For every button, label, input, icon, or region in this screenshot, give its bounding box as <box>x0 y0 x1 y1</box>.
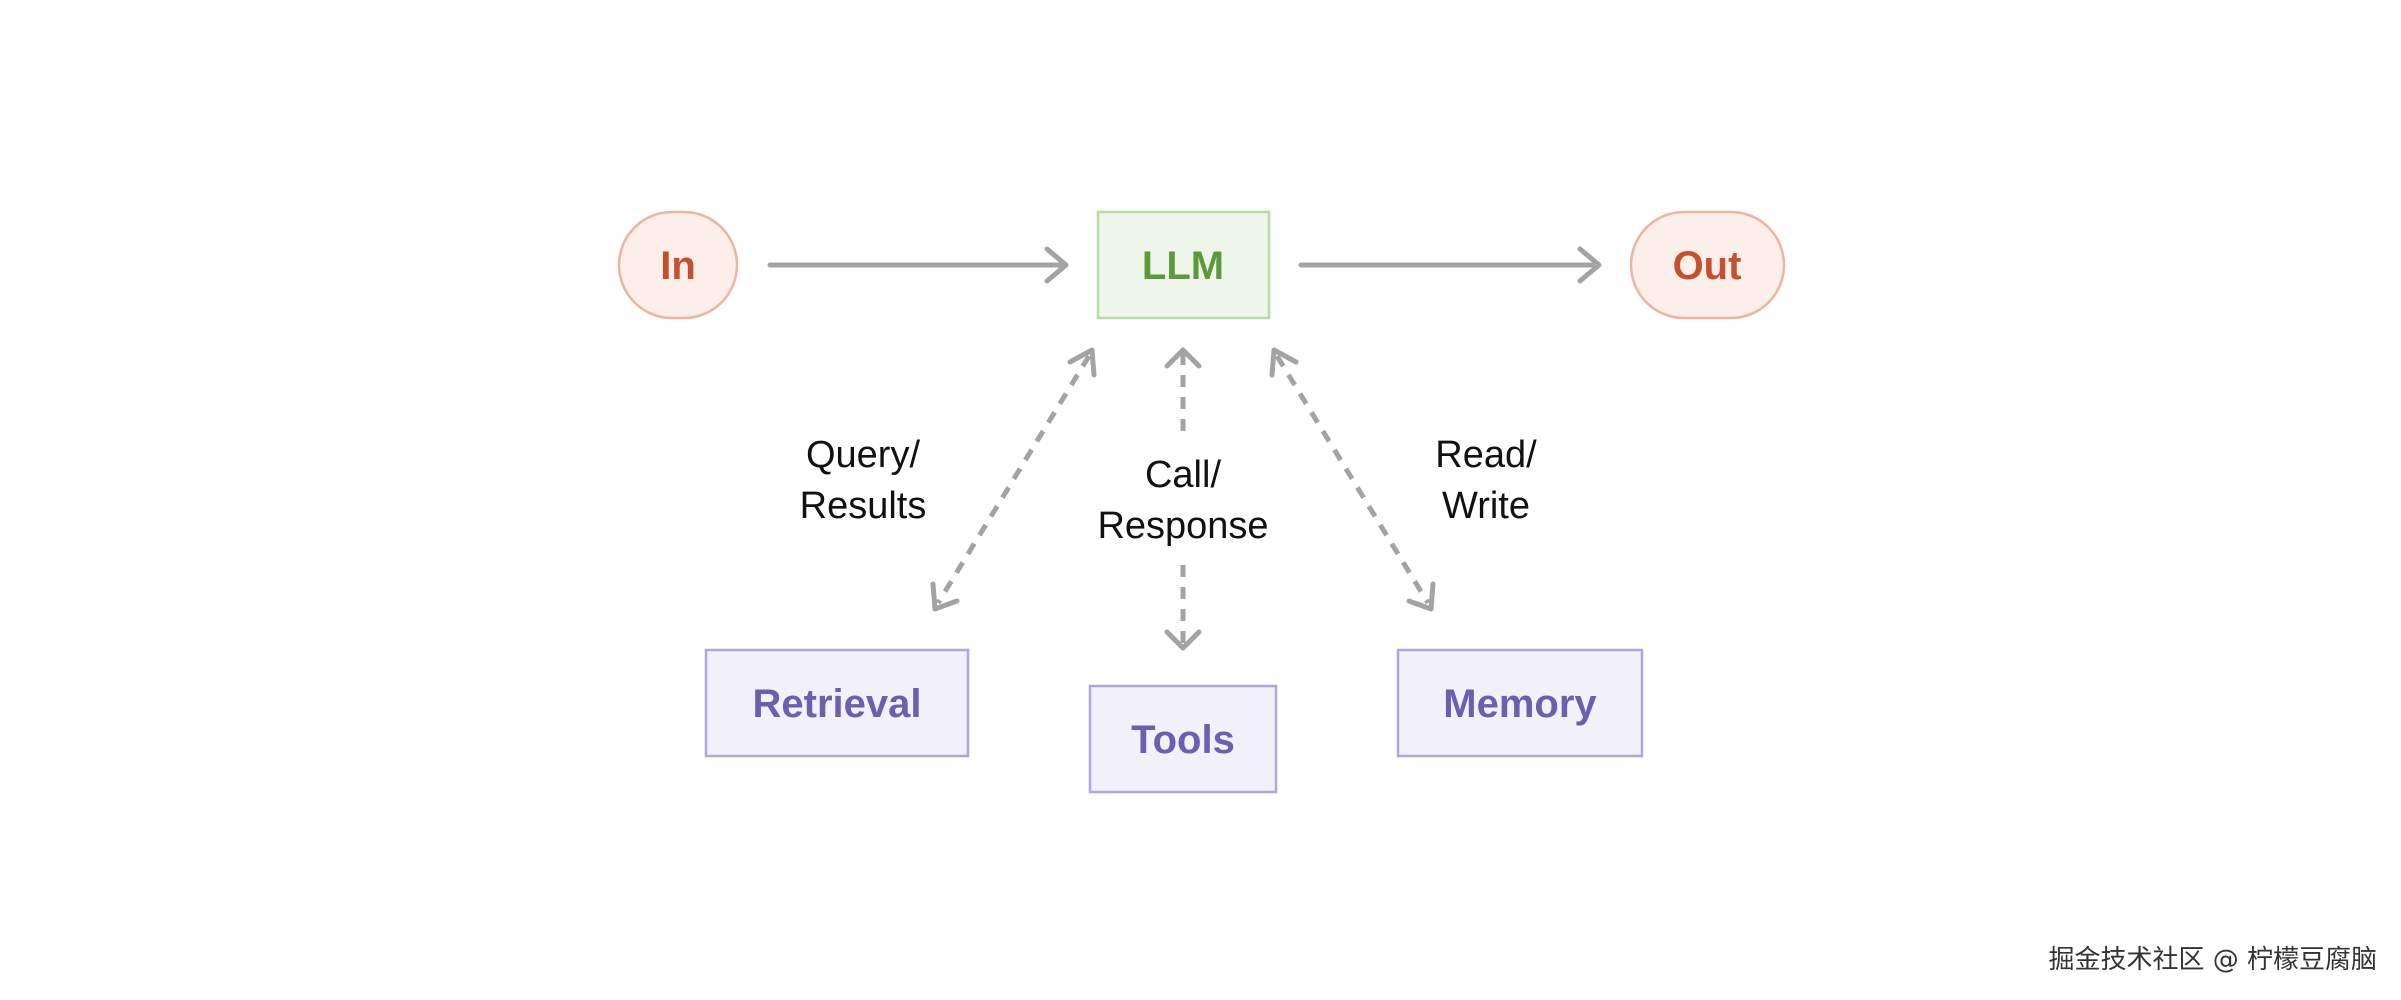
arrow-llm-to-out <box>1298 246 1602 284</box>
memory-node: Memory <box>1396 648 1644 758</box>
edge-label-query-results: Query/ Results <box>800 434 927 527</box>
out-node-shape <box>1629 210 1786 320</box>
edge-label-call-response: Call/ Response <box>1097 454 1268 547</box>
arrow-llm-memory <box>1269 347 1436 612</box>
out-node: Out <box>1629 210 1786 320</box>
arrow-in-to-llm <box>767 246 1069 284</box>
edge-label-results: Results <box>800 485 927 527</box>
arrow-llm-tools <box>1164 347 1202 651</box>
retrieval-node-label: Retrieval <box>753 682 922 726</box>
retrieval-node: Retrieval <box>704 648 970 758</box>
tools-node: Tools <box>1088 684 1278 794</box>
retrieval-node-shape <box>704 648 970 758</box>
arrow-llm-retrieval <box>930 347 1097 612</box>
memory-node-shape <box>1396 648 1644 758</box>
tools-node-shape <box>1088 684 1278 794</box>
edge-label-write: Write <box>1442 485 1530 527</box>
llm-node-label: LLM <box>1142 244 1224 288</box>
llm-node: LLM <box>1096 210 1271 320</box>
edge-label-query: Query/ <box>806 434 920 476</box>
tools-node-label: Tools <box>1131 718 1235 762</box>
edge-label-response: Response <box>1097 505 1268 547</box>
memory-node-label: Memory <box>1443 682 1597 726</box>
in-node: In <box>617 210 739 320</box>
llm-node-shape <box>1096 210 1271 320</box>
edge-label-read-write: Read/ Write <box>1435 434 1537 527</box>
in-node-label: In <box>660 244 696 288</box>
edge-label-call: Call/ <box>1145 454 1221 496</box>
watermark-text: 掘金技术社区 @ 柠檬豆腐脑 <box>2048 945 2377 975</box>
edge-label-read: Read/ <box>1435 434 1537 476</box>
in-node-shape <box>617 210 739 320</box>
out-node-label: Out <box>1673 244 1742 288</box>
